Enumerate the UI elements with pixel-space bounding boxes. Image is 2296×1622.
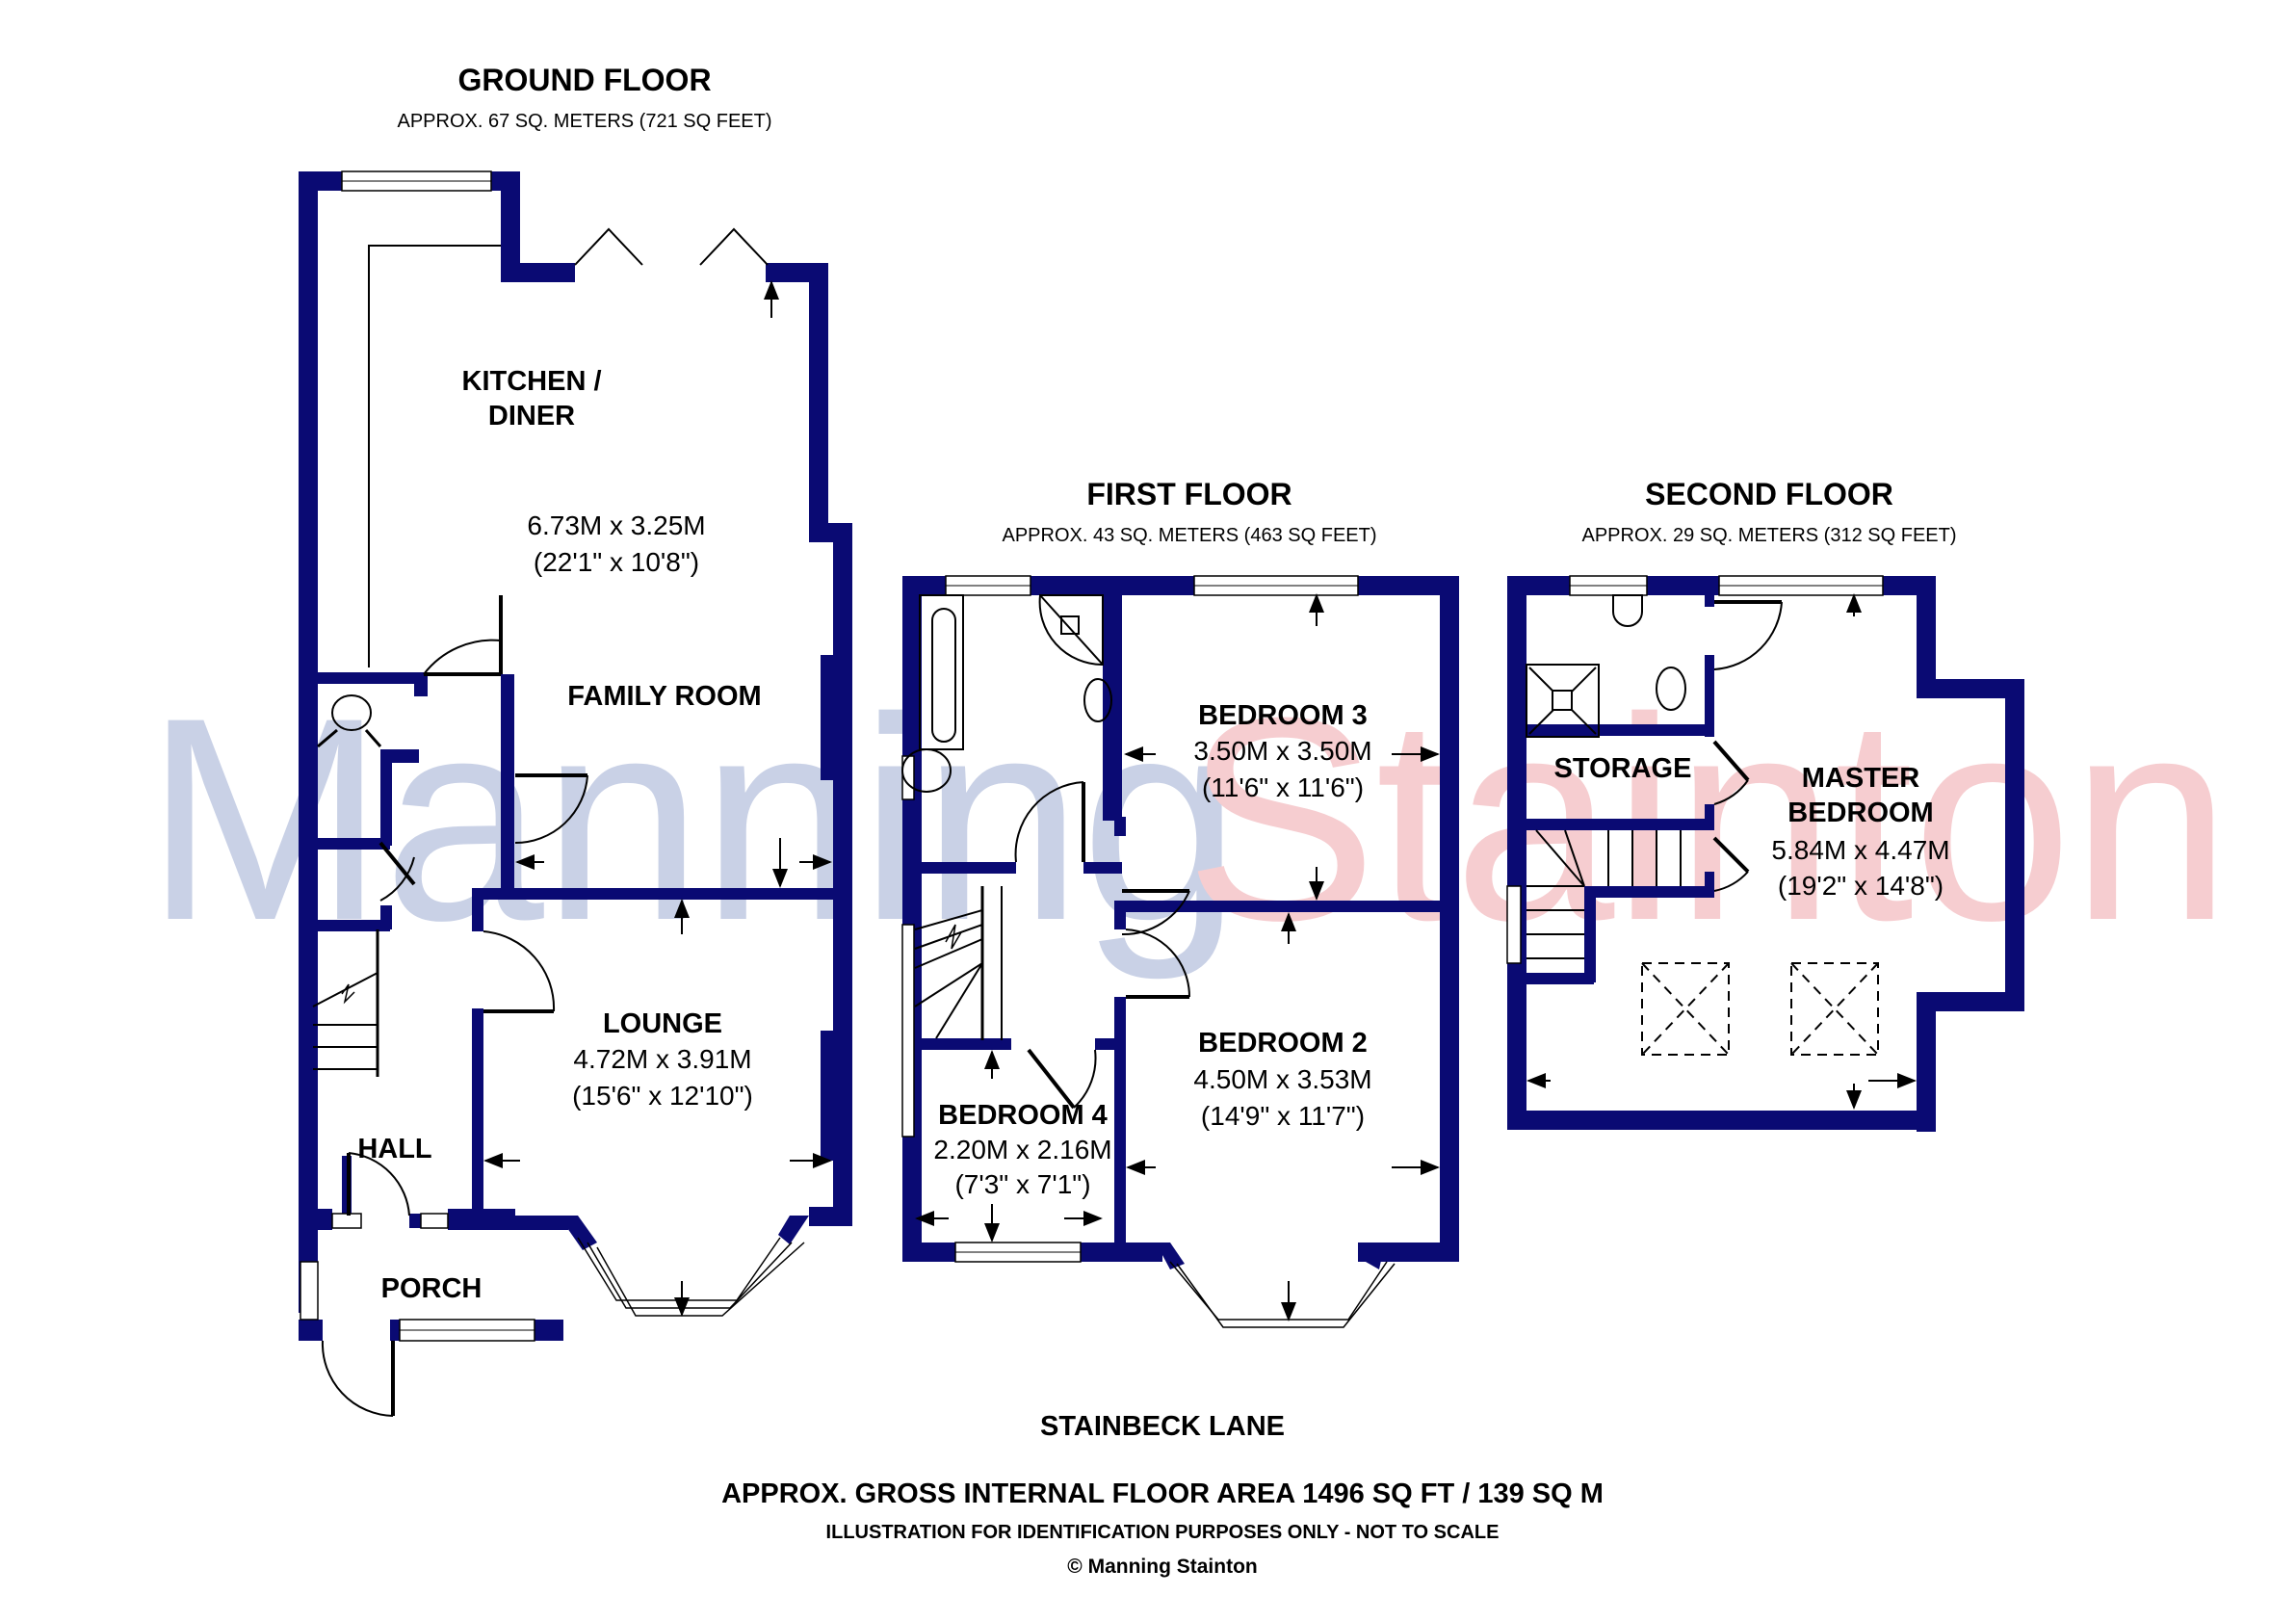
room-master-bedroom-dims-ft: (19'2" x 14'8"): [1777, 871, 1944, 901]
room-storage-label: STORAGE: [1553, 753, 1692, 784]
disclaimer: ILLUSTRATION FOR IDENTIFICATION PURPOSES…: [825, 1522, 1500, 1543]
room-master-bedroom-label-2: BEDROOM: [1787, 798, 1934, 828]
room-bedroom-3-dims-ft: (11'6" x 11'6"): [1201, 772, 1365, 802]
gross-floor-area: APPROX. GROSS INTERNAL FLOOR AREA 1496 S…: [721, 1478, 1604, 1509]
first-floor-title: FIRST FLOOR: [1086, 477, 1292, 511]
room-kitchen-diner-label-2: DINER: [487, 401, 576, 432]
street-name: STAINBECK LANE: [1039, 1411, 1286, 1442]
watermark-manning: Manning: [144, 657, 1241, 981]
room-master-bedroom-dims-m: 5.84M x 4.47M: [1771, 835, 1950, 865]
room-bedroom-4-dims-ft: (7'3" x 7'1"): [954, 1169, 1091, 1199]
room-bedroom-2-label: BEDROOM 2: [1198, 1028, 1368, 1059]
room-kitchen-diner-label: KITCHEN /: [461, 366, 602, 397]
ground-floor-area: APPROX. 67 SQ. METERS (721 SQ FEET): [397, 111, 772, 132]
room-lounge-dims-m: 4.72M x 3.91M: [573, 1044, 752, 1074]
room-bedroom-2-dims-m: 4.50M x 3.53M: [1193, 1064, 1372, 1094]
room-master-bedroom-label: MASTER: [1801, 763, 1920, 794]
first-floor-area: APPROX. 43 SQ. METERS (463 SQ FEET): [1002, 525, 1377, 546]
second-floor-title: SECOND FLOOR: [1645, 477, 1893, 511]
copyright: © Manning Stainton: [1067, 1556, 1258, 1578]
room-lounge-label: LOUNGE: [602, 1008, 723, 1039]
room-bedroom-4-dims-m: 2.20M x 2.16M: [933, 1135, 1112, 1164]
second-floor-area: APPROX. 29 SQ. METERS (312 SQ FEET): [1581, 525, 1957, 546]
ground-floor-title: GROUND FLOOR: [457, 63, 712, 97]
room-porch-label: PORCH: [380, 1273, 483, 1304]
room-kitchen-diner-dims-m: 6.73M x 3.25M: [527, 510, 706, 540]
room-bedroom-3-label: BEDROOM 3: [1198, 700, 1368, 731]
room-lounge-dims-ft: (15'6" x 12'10"): [572, 1081, 753, 1111]
room-family-room-label: FAMILY ROOM: [567, 681, 762, 712]
room-bedroom-2-dims-ft: (14'9" x 11'7"): [1200, 1101, 1366, 1131]
room-hall-label: HALL: [357, 1134, 432, 1164]
room-bedroom-4-label: BEDROOM 4: [938, 1100, 1108, 1131]
room-kitchen-diner-dims-ft: (22'1" x 10'8"): [533, 547, 700, 577]
room-bedroom-3-dims-m: 3.50M x 3.50M: [1193, 736, 1372, 766]
